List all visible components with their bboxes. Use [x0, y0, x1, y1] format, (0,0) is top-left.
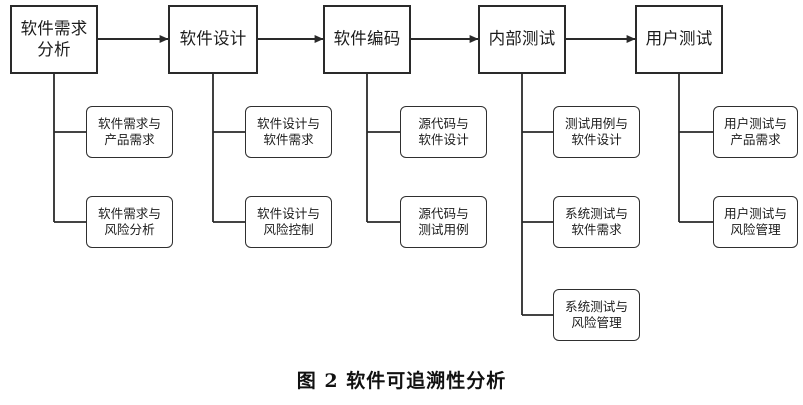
artifact-box-code-vs-testcase[interactable]: 源代码与 测试用例 [400, 196, 487, 248]
phase-box-user-test[interactable]: 用户测试 [635, 5, 723, 74]
artifact-label-systest-vs-risk: 系统测试与 风险管理 [565, 299, 628, 330]
artifact-box-code-vs-design[interactable]: 源代码与 软件设计 [400, 106, 487, 158]
phase-box-internal-test[interactable]: 内部测试 [478, 5, 566, 74]
phase-box-software-coding[interactable]: 软件编码 [323, 5, 411, 74]
artifact-box-systest-vs-req[interactable]: 系统测试与 软件需求 [553, 196, 640, 248]
phase-label-internal-test: 内部测试 [488, 29, 556, 49]
artifact-box-testcase-vs-design[interactable]: 测试用例与 软件设计 [553, 106, 640, 158]
artifact-box-req-vs-risk[interactable]: 软件需求与 风险分析 [86, 196, 173, 248]
artifact-label-design-vs-riskctl: 软件设计与 风险控制 [257, 206, 320, 237]
phase-label-software-coding: 软件编码 [333, 29, 401, 49]
phase-box-requirements-analysis[interactable]: 软件需求 分析 [10, 5, 98, 74]
artifact-label-req-vs-risk: 软件需求与 风险分析 [98, 206, 161, 237]
artifact-label-code-vs-testcase: 源代码与 测试用例 [418, 206, 469, 237]
artifact-box-usertest-vs-product[interactable]: 用户测试与 产品需求 [713, 106, 798, 158]
artifact-label-testcase-vs-design: 测试用例与 软件设计 [565, 116, 628, 147]
branch-connector-group [53, 74, 713, 316]
artifact-box-systest-vs-risk[interactable]: 系统测试与 风险管理 [553, 289, 640, 341]
artifact-box-design-vs-riskctl[interactable]: 软件设计与 风险控制 [245, 196, 332, 248]
artifact-box-usertest-vs-risk[interactable]: 用户测试与 风险管理 [713, 196, 798, 248]
phase-box-software-design[interactable]: 软件设计 [168, 5, 258, 74]
artifact-label-design-vs-req: 软件设计与 软件需求 [257, 116, 320, 147]
artifact-label-req-vs-product: 软件需求与 产品需求 [98, 116, 161, 147]
artifact-label-code-vs-design: 源代码与 软件设计 [418, 116, 469, 147]
artifact-box-req-vs-product[interactable]: 软件需求与 产品需求 [86, 106, 173, 158]
phase-label-user-test: 用户测试 [645, 29, 713, 49]
phase-label-software-design: 软件设计 [179, 29, 247, 49]
figure-caption: 图 2 软件可追溯性分析 [296, 370, 507, 392]
artifact-box-design-vs-req[interactable]: 软件设计与 软件需求 [245, 106, 332, 158]
phase-label-requirements-analysis: 软件需求 分析 [20, 19, 88, 59]
artifact-label-systest-vs-req: 系统测试与 软件需求 [565, 206, 628, 237]
artifact-label-usertest-vs-product: 用户测试与 产品需求 [724, 116, 787, 147]
artifact-label-usertest-vs-risk: 用户测试与 风险管理 [724, 206, 787, 237]
